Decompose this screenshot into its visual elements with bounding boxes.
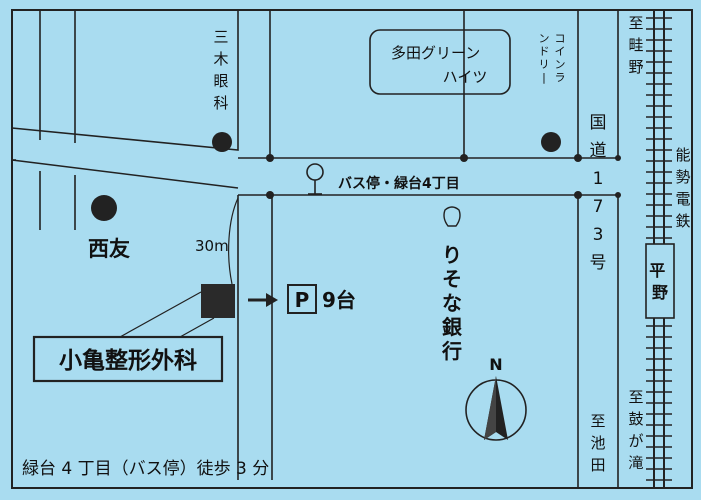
north-compass <box>465 376 527 441</box>
to-unebino-label: 至畦野 <box>628 14 643 76</box>
eye-clinic-marker <box>212 132 232 152</box>
intersection-dot <box>266 154 274 162</box>
station-box <box>645 243 675 319</box>
route-173-road <box>577 10 619 488</box>
intersection-dot <box>460 154 468 162</box>
laundry-label: コインランドリ| <box>539 32 566 84</box>
apartments-label: 多田グリーン ハイツ <box>391 44 487 86</box>
bus-stop-icon <box>306 163 324 195</box>
footer-text: 緑台 4 丁目（バス停）徒歩 3 分 <box>22 459 269 479</box>
to-ikeda-label: 至池田 <box>590 412 605 474</box>
clinic-label-box <box>32 335 224 383</box>
parking-count: 9台 <box>322 288 356 312</box>
laundry-marker <box>541 132 561 152</box>
distance-line <box>228 197 239 285</box>
distance-label: 30m <box>195 237 229 255</box>
map-frame <box>11 9 693 489</box>
clinic-label: 小亀整形外科 <box>59 347 197 374</box>
intersection-dot <box>615 155 621 161</box>
clinic-leader <box>119 291 215 338</box>
apartments-box <box>369 29 511 95</box>
intersection-dot <box>266 191 274 199</box>
intersection-dot <box>574 191 582 199</box>
left-vertical-road <box>39 10 76 143</box>
north-label: N <box>489 355 502 374</box>
bank-label: りそな銀行 <box>441 243 462 363</box>
railway-label: 能勢電鉄 <box>675 146 690 230</box>
bank-icon <box>443 206 461 227</box>
intersection-dot <box>574 154 582 162</box>
parking-box <box>287 284 317 314</box>
station-label: 平 野 <box>649 261 671 302</box>
vertical-road-left <box>237 10 271 235</box>
eye-clinic-label: 三木眼科 <box>213 28 228 112</box>
seiyu-marker <box>91 195 117 221</box>
clinic-building <box>201 284 235 318</box>
intersection-dot <box>615 192 621 198</box>
parking-arrow <box>248 293 278 307</box>
bus-stop-label: バス停・緑台4丁目 <box>338 175 460 192</box>
diagonal-road <box>11 10 239 189</box>
seiyu-label: 西友 <box>88 237 130 261</box>
to-tsuzumigataki-label: 至鼓が滝 <box>628 388 643 472</box>
parking-symbol: P <box>295 288 310 312</box>
main-road <box>238 157 618 196</box>
